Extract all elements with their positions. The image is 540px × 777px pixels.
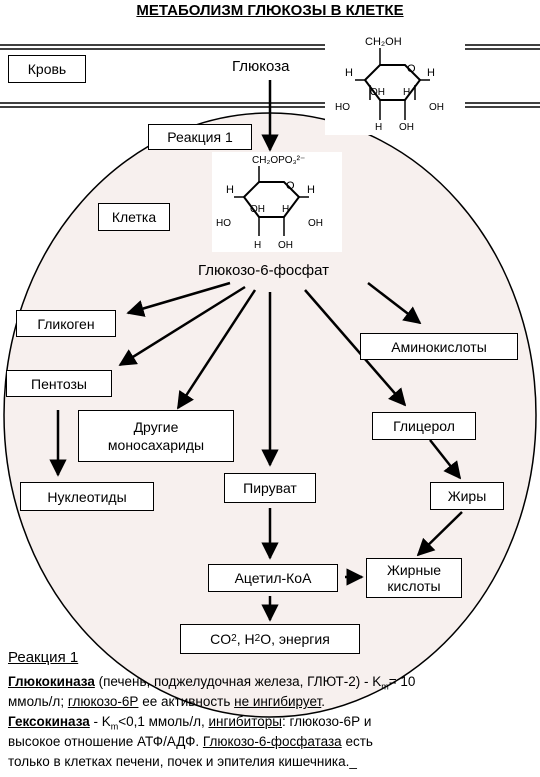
footer-heading: Реакция 1 (8, 649, 79, 666)
pentoses-box: Пентозы (6, 370, 112, 397)
svg-text:H: H (345, 67, 353, 79)
reaction1-box: Реакция 1 (148, 124, 252, 150)
svg-text:H: H (307, 184, 315, 196)
fats-box: Жиры (430, 482, 504, 510)
svg-text:H: H (282, 204, 289, 215)
svg-text:O: O (286, 180, 295, 192)
svg-text:O: O (407, 63, 416, 75)
svg-text:OH: OH (399, 122, 414, 133)
arrow-g6p-to-other (176, 289, 257, 410)
g6p-ch2opo3: CH₂OPO₃²⁻ (252, 155, 305, 166)
svg-text:H: H (427, 67, 435, 79)
nucleotides-box: Нуклеотиды (20, 482, 154, 511)
footer-line-5: только в клетках печени, почек и эпители… (8, 754, 357, 769)
arrow-g6p-to-glycogen (126, 281, 231, 317)
glucose-structure: CH₂OH O H H OH H HO OH H OH (325, 30, 465, 135)
arrow-g6p-to-amino (367, 282, 422, 325)
svg-text:OH: OH (250, 204, 265, 215)
svg-text:OH: OH (278, 240, 293, 251)
svg-text:H: H (375, 122, 382, 133)
svg-text:H: H (403, 87, 410, 98)
pyruvate-box: Пируват (224, 473, 316, 503)
footer-line-2: ммоль/л; глюкозо-6Р ее активность не инг… (8, 694, 326, 709)
svg-text:OH: OH (308, 218, 323, 229)
other-monosaccharides-box: Другие моносахариды (78, 410, 234, 462)
svg-text:HO: HO (335, 102, 350, 113)
g6p-structure: CH₂OPO₃²⁻ O H H OH H HO OH H OH (212, 152, 342, 252)
arrow-g6p-to-pentoses (118, 285, 246, 367)
arrow-fattyacids-to-fats (416, 511, 463, 557)
blood-box: Кровь (8, 55, 86, 83)
arrow-g6p-to-glycerol (304, 289, 407, 407)
glycogen-box: Гликоген (16, 310, 116, 337)
fatty-acids-box: Жирные кислоты (366, 558, 462, 598)
svg-text:OH: OH (429, 102, 444, 113)
page-title: МЕТАБОЛИЗМ ГЛЮКОЗЫ В КЛЕТКЕ (136, 2, 404, 19)
footer-line-1: Глюкокиназа (печень, поджелудочная желез… (8, 674, 416, 692)
footer-line-4: высокое отношение АТФ/АДФ. Глюкозо-6-фос… (8, 734, 373, 749)
svg-text:H: H (226, 184, 234, 196)
g6p-label: Глюкозо-6-фосфат (198, 262, 329, 279)
glucose-label: Глюкоза (232, 58, 290, 75)
amino-acids-box: Аминокислоты (360, 333, 518, 360)
arrow-glycerol-to-fats (429, 439, 462, 480)
acetyl-coa-box: Ацетил-КоА (208, 564, 338, 592)
svg-text:OH: OH (370, 87, 385, 98)
footer-line-3: Гексокиназа - Km<0,1 ммоль/л, ингибиторы… (8, 714, 372, 732)
svg-text:H: H (254, 240, 261, 251)
glycerol-box: Глицерол (372, 412, 476, 440)
glucose-ch2oh: CH₂OH (365, 36, 402, 48)
svg-text:HO: HO (216, 218, 231, 229)
cell-box: Клетка (98, 203, 170, 231)
